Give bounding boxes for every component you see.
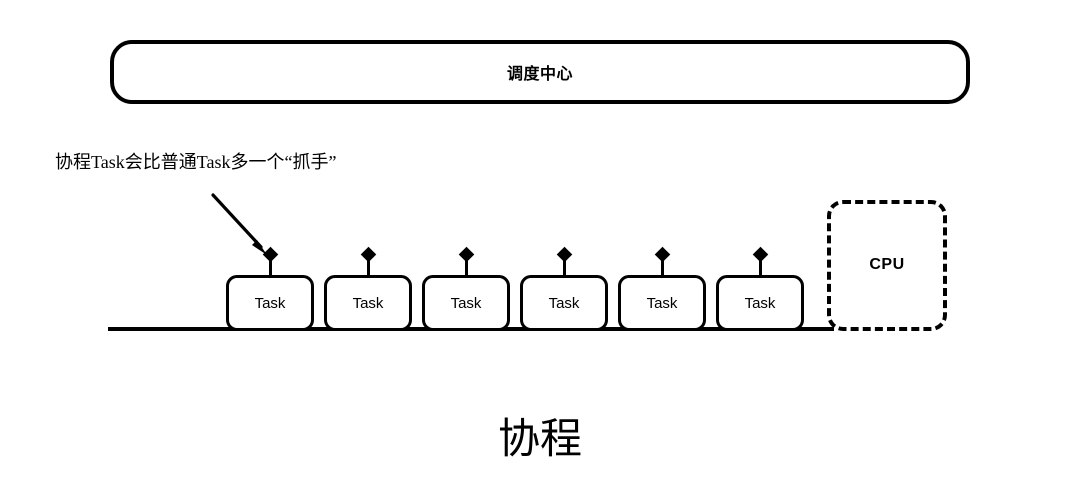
- task-label: Task: [254, 294, 286, 312]
- handle-stem: [660, 254, 664, 276]
- handle-stem: [758, 254, 762, 276]
- task-box[interactable]: Task: [226, 275, 314, 331]
- task-label: Task: [744, 294, 776, 312]
- scheduler-box: 调度中心: [110, 40, 970, 104]
- cpu-label: CPU: [869, 255, 905, 273]
- handle-stem: [366, 254, 370, 276]
- task-label: Task: [450, 294, 482, 312]
- task-unit[interactable]: Task: [422, 246, 510, 331]
- task-box[interactable]: Task: [422, 275, 510, 331]
- task-box[interactable]: Task: [716, 275, 804, 331]
- scheduler-label: 调度中心: [506, 66, 573, 83]
- handle-stem: [464, 254, 468, 276]
- cpu-box: CPU: [827, 200, 947, 331]
- task-unit[interactable]: Task: [618, 246, 706, 331]
- annotation-label: 协程Task会比普通Task多一个“抓手”: [55, 152, 337, 172]
- task-unit[interactable]: Task: [716, 246, 804, 331]
- handle-stem: [562, 254, 566, 276]
- task-label: Task: [352, 294, 384, 312]
- task-unit[interactable]: Task: [520, 246, 608, 331]
- handle-stem: [268, 254, 272, 276]
- task-box[interactable]: Task: [324, 275, 412, 331]
- diagram-caption: 协程: [497, 417, 582, 463]
- task-unit[interactable]: Task: [324, 246, 412, 331]
- task-box[interactable]: Task: [618, 275, 706, 331]
- task-label: Task: [548, 294, 580, 312]
- task-box[interactable]: Task: [520, 275, 608, 331]
- task-label: Task: [646, 294, 678, 312]
- task-unit[interactable]: Task: [226, 246, 314, 331]
